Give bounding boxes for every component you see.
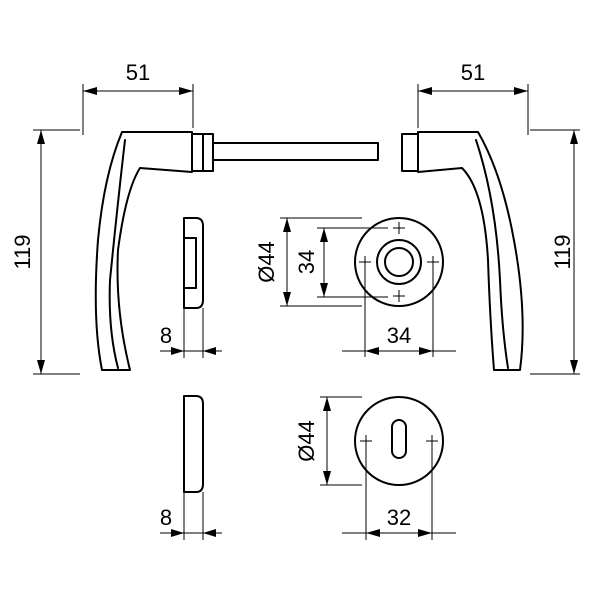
dim-label-left-height: 119 bbox=[10, 234, 35, 269]
dim-label-left-width: 51 bbox=[126, 60, 150, 85]
dimension-right-width: 51 bbox=[417, 60, 529, 135]
rose-side-profile bbox=[183, 217, 204, 309]
escutcheon-screw-left-icon bbox=[360, 435, 372, 447]
dimension-rose-inner-horizontal: 34 bbox=[342, 268, 456, 357]
escutcheon-front-view bbox=[354, 396, 444, 486]
dimension-escutcheon-width: 32 bbox=[342, 447, 456, 540]
right-lever-handle bbox=[401, 131, 524, 371]
dimension-rose-thickness: 8 bbox=[160, 308, 222, 358]
rose-screw-right-icon bbox=[427, 256, 439, 268]
dimension-escutcheon-diameter: Ø44 bbox=[294, 396, 362, 486]
dimension-rose-inner-vertical: 34 bbox=[294, 227, 388, 298]
rose-screw-top-icon bbox=[393, 222, 405, 234]
dim-label-escutcheon-thickness: 8 bbox=[160, 505, 172, 530]
rose-screw-bottom-icon bbox=[393, 290, 405, 302]
left-lever-handle bbox=[94, 131, 379, 371]
dimension-right-height: 119 bbox=[530, 129, 580, 375]
dim-label-right-height: 119 bbox=[550, 234, 575, 269]
rose-front-view bbox=[354, 217, 444, 307]
escutcheon-screw-right-icon bbox=[426, 435, 438, 447]
dim-label-rose-inner-vertical: 34 bbox=[294, 250, 319, 274]
dim-label-escutcheon-diameter: Ø44 bbox=[294, 420, 319, 462]
dim-label-rose-thickness: 8 bbox=[160, 323, 172, 348]
escutcheon-side-profile bbox=[183, 395, 204, 493]
dim-label-escutcheon-width: 32 bbox=[387, 505, 411, 530]
dim-label-rose-inner-horizontal: 34 bbox=[387, 323, 411, 348]
dimension-left-width: 51 bbox=[82, 60, 194, 135]
dimension-left-height: 119 bbox=[10, 129, 80, 375]
dimension-rose-diameter: Ø44 bbox=[254, 217, 362, 307]
dimension-escutcheon-thickness: 8 bbox=[160, 492, 222, 540]
dim-label-rose-diameter: Ø44 bbox=[254, 241, 279, 283]
rose-screw-left-icon bbox=[359, 256, 371, 268]
dim-label-right-width: 51 bbox=[461, 60, 485, 85]
